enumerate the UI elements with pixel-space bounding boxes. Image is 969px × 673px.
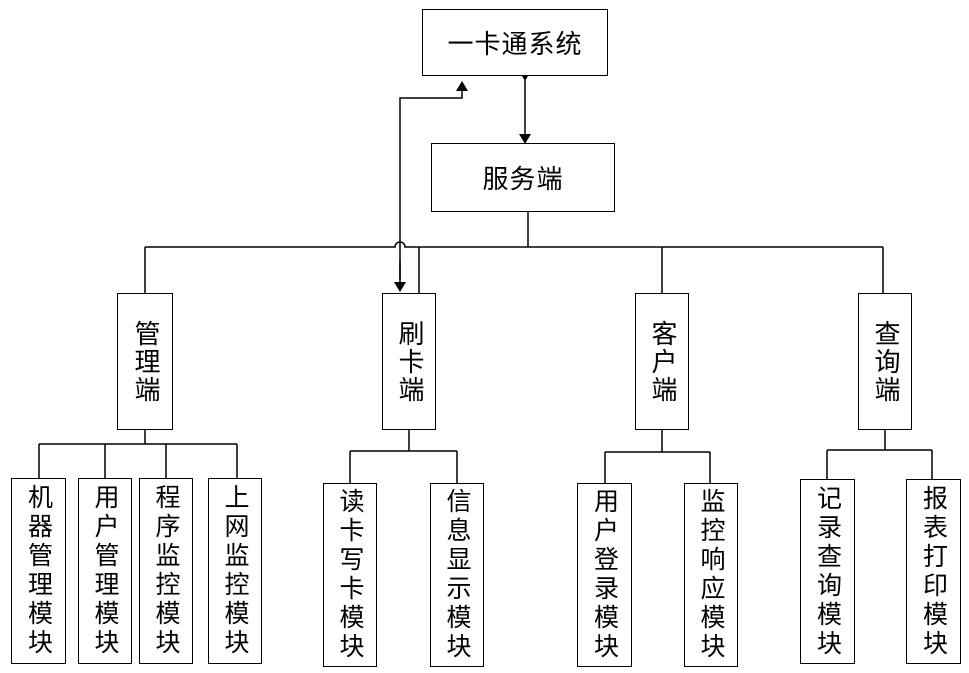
server-box: 服务端 [431,143,615,212]
module-box: 读卡写卡模块 [323,483,377,667]
module-label: 机器管理模块 [24,484,54,658]
module-label: 用户登录模块 [590,488,620,662]
server-label: 服务端 [482,165,564,195]
query-client-box: 查询端 [858,293,912,430]
user-client-box: 客户端 [635,293,689,430]
module-label: 程序监控模块 [152,484,181,658]
module-label: 读卡写卡模块 [336,488,365,662]
module-box: 机器管理模块 [11,478,66,664]
root-system-box: 一卡通系统 [422,9,608,76]
card-root-link [399,81,468,280]
module-box: 程序监控模块 [139,478,193,664]
query-client-label: 查询端 [870,319,900,404]
module-label: 监控响应模块 [697,488,726,662]
management-client-box: 管理端 [117,293,173,430]
client-bus [145,241,883,248]
user-client-label: 客户端 [647,319,677,404]
module-box: 用户管理模块 [78,478,132,664]
card-client-label: 刷卡端 [394,319,424,404]
module-label: 报表打印模块 [919,484,949,659]
module-label: 信息显示模块 [443,488,472,662]
module-box: 用户登录模块 [577,483,632,667]
card-client-box: 刷卡端 [382,293,436,430]
module-label: 上网监控模块 [221,484,250,658]
module-label: 用户管理模块 [91,484,120,658]
management-client-label: 管理端 [130,319,160,404]
root-system-label: 一卡通系统 [447,30,583,60]
module-box: 报表打印模块 [906,479,961,664]
module-box: 监控响应模块 [684,483,738,667]
module-box: 信息显示模块 [430,483,484,667]
module-label: 记录查询模块 [813,484,843,659]
module-box: 上网监控模块 [208,478,262,664]
module-box: 记录查询模块 [800,479,855,664]
